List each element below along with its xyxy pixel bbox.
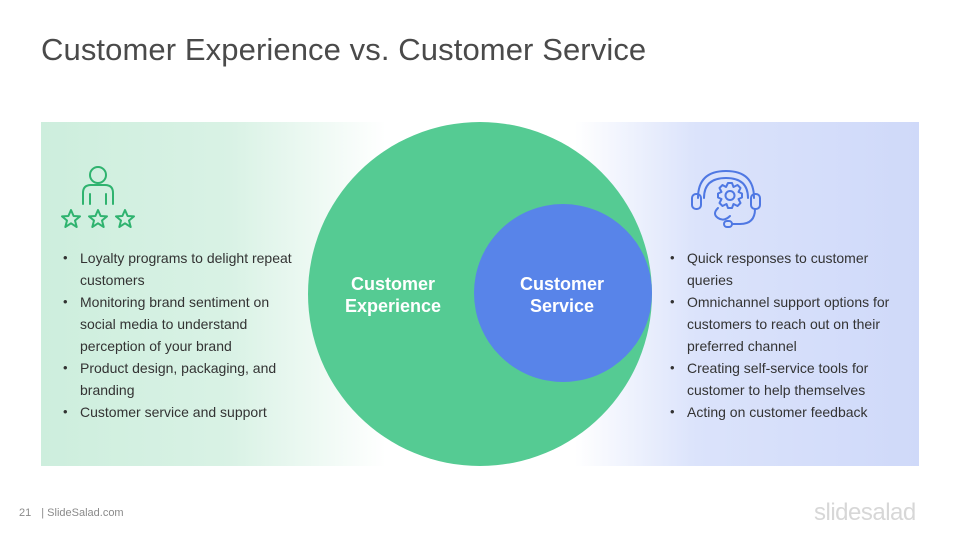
list-item: Loyalty programs to delight repeat custo…	[61, 247, 301, 291]
source-link[interactable]: | SlideSalad.com	[41, 507, 124, 519]
list-item: Customer service and support	[61, 401, 301, 423]
customer-experience-label-line: Customer	[350, 274, 435, 294]
customer-service-label-line: Service	[529, 296, 595, 316]
slide-title: Customer Experience vs. Customer Service	[41, 32, 647, 67]
brand-logo: slidesalad	[814, 499, 916, 526]
list-item: Quick responses to customer queries	[668, 247, 908, 291]
customer-rating-icon	[61, 166, 135, 228]
customer-experience-label-line: Experience	[344, 296, 442, 316]
list-item: Product design, packaging, and branding	[61, 357, 301, 401]
list-item: Omnichannel support options for customer…	[668, 291, 908, 357]
list-item: Acting on customer feedback	[668, 401, 908, 423]
slide-footer: 21 | SlideSalad.com	[19, 507, 124, 519]
customer-service-label: Customer Service	[487, 273, 637, 317]
list-item: Creating self-service tools for customer…	[668, 357, 908, 401]
service-list: Quick responses to customer queries Omni…	[668, 247, 908, 423]
page-number: 21	[19, 507, 32, 519]
customer-service-circle	[474, 204, 652, 382]
experience-list: Loyalty programs to delight repeat custo…	[61, 247, 301, 423]
customer-service-label-line: Customer	[519, 274, 604, 294]
customer-experience-label: Customer Experience	[318, 273, 468, 317]
list-item: Monitoring brand sentiment on social med…	[61, 291, 301, 357]
support-headset-icon	[691, 170, 761, 228]
